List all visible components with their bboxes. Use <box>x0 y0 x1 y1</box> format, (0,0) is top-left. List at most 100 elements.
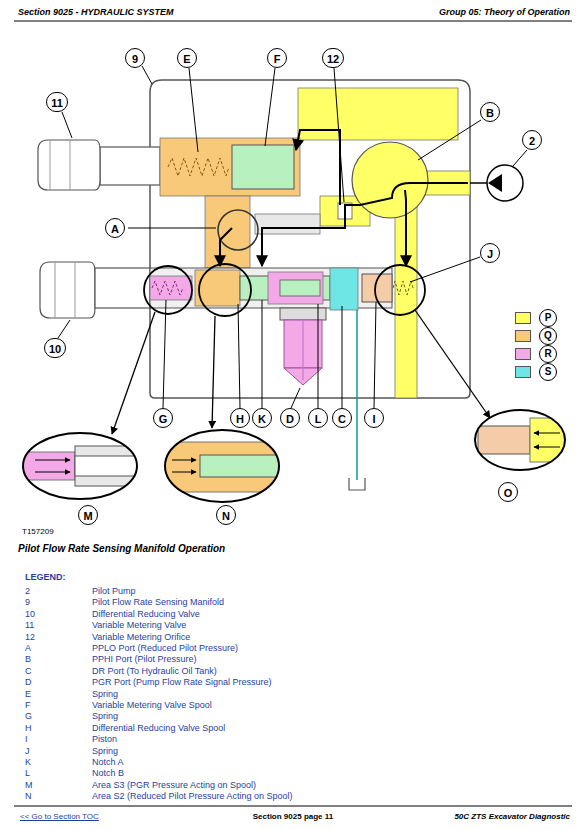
callout-letter: E <box>183 53 190 65</box>
leader-lines <box>265 68 275 146</box>
legend-letter: R <box>539 345 557 363</box>
page-header: Section 9025 - HYDRAULIC SYSTEM <box>18 7 174 18</box>
differential-reducing-valve <box>40 262 413 318</box>
figure-number: T157209 <box>22 526 54 537</box>
callout-letter: 10 <box>49 343 61 355</box>
legend-key: 9 <box>25 597 30 608</box>
pilot-pump-symbol <box>488 174 502 192</box>
page-footer: Section 9025 page 11 <box>253 811 334 822</box>
callout-letter: M <box>83 510 92 522</box>
leader-lines <box>291 388 300 408</box>
manifold-body <box>150 80 470 398</box>
callout-letter: B <box>486 107 494 119</box>
leader-lines <box>128 228 216 229</box>
detail-arrows <box>415 310 490 418</box>
legend-description: Variable Metering Orifice <box>92 632 190 643</box>
detail-view-n <box>200 455 285 477</box>
leader-lines <box>142 66 152 84</box>
legend-key: B <box>25 654 31 665</box>
callout-circle: G <box>153 408 173 428</box>
callout-letter: 2 <box>529 135 535 147</box>
detail-view-m <box>75 456 145 476</box>
page-rule <box>14 806 572 807</box>
variable-metering-valve <box>232 145 294 189</box>
legend-description: Piston <box>92 734 117 745</box>
legend-key: D <box>25 677 32 688</box>
highlight-circles <box>144 266 192 314</box>
detail-view-n <box>172 460 196 461</box>
detail-view-n <box>165 430 279 502</box>
legend-description: Area S2 (Reduced Pilot Pressure Acting o… <box>92 791 293 802</box>
detail-view-o <box>534 447 560 448</box>
differential-reducing-valve <box>280 280 320 296</box>
callout-letter: A <box>111 223 119 235</box>
drain-line <box>349 310 365 490</box>
callout-circle: 12 <box>322 48 344 68</box>
detail-view-n <box>172 472 196 473</box>
legend-description: Variable Metering Valve Spool <box>92 700 212 711</box>
legend-key: L <box>25 768 30 779</box>
legend-letter: Q <box>539 327 557 345</box>
highlight-circles <box>144 264 425 316</box>
pgr-port-fitting <box>280 308 326 385</box>
legend-key: N <box>25 791 32 802</box>
pilot-pressure-passage <box>352 142 428 218</box>
pgr-port-fitting <box>303 320 304 380</box>
detail-view-m <box>20 430 145 502</box>
flow-arrows <box>296 130 340 205</box>
differential-reducing-valve <box>95 268 150 308</box>
callout-circle: K <box>252 408 272 428</box>
detail-view-o <box>474 408 570 472</box>
detail-view-n <box>160 428 285 504</box>
legend-description: Differential Reducing Valve Spool <box>92 723 225 734</box>
detail-view-n <box>165 442 285 492</box>
page-footer: 50C ZTS Excavator Diagnostic <box>454 811 570 822</box>
leader-lines <box>374 302 376 408</box>
callout-letter: L <box>315 413 322 425</box>
legend-key: M <box>25 780 33 791</box>
callout-letter: K <box>258 413 266 425</box>
callout-circle: L <box>308 408 328 428</box>
page-rule <box>14 21 572 806</box>
callout-letter: N <box>222 510 230 522</box>
callout-letter: 9 <box>132 53 138 65</box>
legend-description: Differential Reducing Valve <box>92 609 200 620</box>
pilot-pressure-passage <box>255 214 320 234</box>
differential-reducing-valve <box>268 272 323 304</box>
legend-key: A <box>25 643 31 654</box>
variable-metering-valve <box>70 140 71 190</box>
callout-letter: F <box>274 53 281 65</box>
legend-description: Spring <box>92 711 118 722</box>
legend-description: Notch A <box>92 757 124 768</box>
callout-circle: M <box>78 505 98 525</box>
manifold-body <box>150 80 470 398</box>
highlight-circles <box>375 265 425 315</box>
toc-link: << Go to Section TOC <box>20 811 99 822</box>
legend-description: Notch B <box>92 768 124 779</box>
legend-description: PGR Port (Pump Flow Rate Signal Pressure… <box>92 677 272 688</box>
differential-reducing-valve <box>40 262 95 318</box>
legend-description: Spring <box>92 689 118 700</box>
callout-letter: H <box>236 413 244 425</box>
legend-description: Spring <box>92 746 118 757</box>
callout-circle: 2 <box>522 130 542 150</box>
legend-key: 2 <box>25 586 30 597</box>
callout-circle: H <box>230 408 250 428</box>
variable-metering-valve <box>218 210 258 250</box>
legend-key: I <box>25 734 28 745</box>
leader-lines <box>189 68 198 152</box>
drain-line <box>356 310 358 480</box>
detail-view-m <box>20 452 75 480</box>
pilot-pump-symbol <box>487 165 523 201</box>
legend-key: 11 <box>25 620 34 631</box>
legend-key: E <box>25 689 31 700</box>
differential-reducing-valve <box>152 281 183 295</box>
variable-metering-valve <box>50 140 51 190</box>
leader-lines <box>58 320 70 338</box>
legend-key: 12 <box>25 632 35 643</box>
callout-letter: J <box>487 248 493 260</box>
legend-description: Variable Metering Valve <box>92 620 186 631</box>
callout-circle: C <box>332 408 352 428</box>
variable-metering-valve <box>38 138 300 268</box>
